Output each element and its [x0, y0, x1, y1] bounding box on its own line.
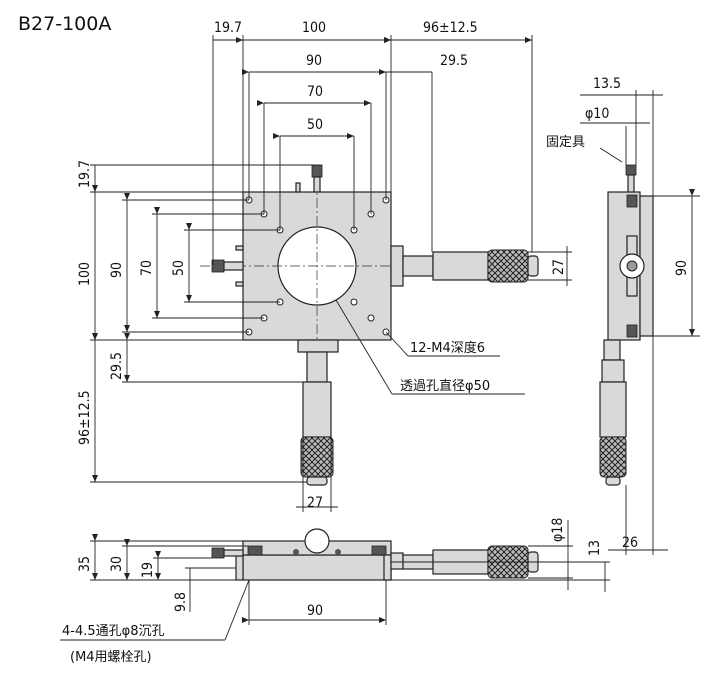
clamp-screw-top — [311, 164, 323, 178]
model-title: B27-100A — [18, 13, 111, 35]
micrometer-bottom-thimble — [300, 436, 334, 478]
micrometer-right-thimble — [487, 249, 529, 283]
dim-90-side: 90 — [674, 260, 690, 276]
clamp-screw-left — [211, 259, 225, 273]
dim-13-5: 13.5 — [593, 76, 621, 92]
fixture-label: 固定具 — [546, 135, 585, 150]
note-bolt-size: (M4用螺栓孔) — [70, 650, 152, 665]
dim-26: 26 — [622, 535, 638, 551]
front-clamp-knob — [304, 528, 330, 554]
dim-96-left: 96±12.5 — [77, 390, 93, 445]
dim-70-top: 70 — [307, 84, 323, 100]
dim-27-bottom: 27 — [307, 495, 323, 511]
dim-19-7-top: 19.7 — [214, 20, 242, 36]
front-base — [242, 554, 392, 581]
dim-70-left: 70 — [139, 260, 155, 276]
micrometer-bottom — [297, 339, 339, 486]
note-mount-holes: 4-4.5通孔φ8沉孔 — [62, 624, 164, 639]
dim-phi-18: φ18 — [550, 518, 566, 542]
dim-50-left: 50 — [171, 260, 187, 276]
dim-96-top: 96±12.5 — [423, 20, 478, 36]
dim-35: 35 — [77, 556, 93, 572]
dim-90-top: 90 — [306, 53, 322, 69]
dim-13: 13 — [587, 540, 603, 556]
front-view: 35 30 19 9.8 90 φ18 13 4-4.5通孔φ8沉孔 (M4用螺… — [60, 518, 610, 665]
dim-30: 30 — [109, 556, 125, 572]
side-view: 13.5 φ10 90 26 固定具 — [546, 76, 700, 555]
note-through-hole: 透過孔直径φ50 — [400, 379, 490, 394]
dim-50-top: 50 — [307, 117, 323, 133]
dim-29-5-top: 29.5 — [440, 53, 468, 69]
dim-phi-10: φ10 — [585, 106, 609, 122]
dim-9-8: 9.8 — [173, 592, 189, 612]
dim-90-front: 90 — [307, 603, 323, 619]
top-view: 19.7 100 96±12.5 90 29.5 70 50 — [77, 20, 572, 512]
micrometer-right — [390, 245, 539, 287]
dim-29-5-left: 29.5 — [109, 352, 125, 380]
dim-19: 19 — [140, 562, 156, 578]
dim-90-left: 90 — [109, 262, 125, 278]
note-tapped-holes: 12-M4深度6 — [410, 340, 485, 356]
dim-100-left: 100 — [77, 262, 93, 286]
dim-100-top: 100 — [302, 20, 326, 36]
dim-19-7-left: 19.7 — [77, 160, 93, 188]
dim-27-right: 27 — [551, 259, 567, 275]
fixture-screw — [625, 164, 637, 176]
